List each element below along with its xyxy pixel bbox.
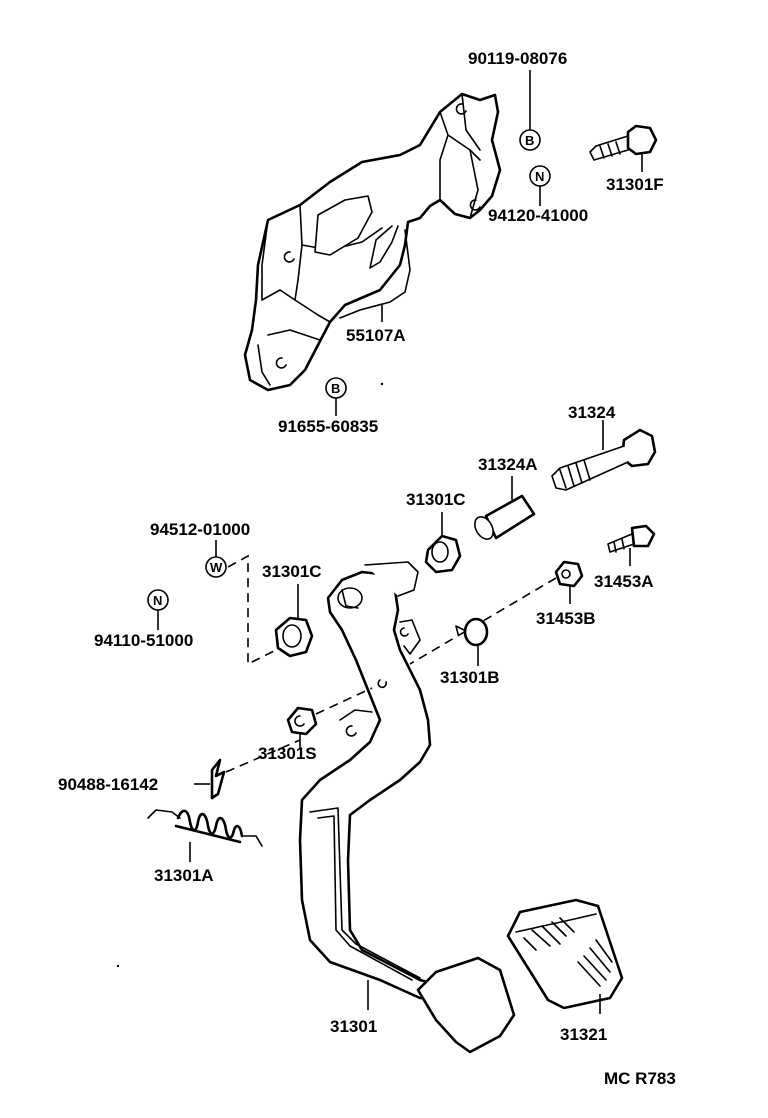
pin-leader-dashed: [225, 739, 301, 773]
label-91655-60835: B 91655-60835: [278, 377, 378, 436]
pedal-pad-mount: [416, 956, 516, 1054]
washer-symbol-icon: [205, 556, 227, 578]
svg-text:31301F: 31301F: [606, 175, 664, 194]
pedal-bracket: [243, 92, 502, 392]
svg-text:31324A: 31324A: [478, 455, 538, 474]
dot-mark: [380, 382, 384, 386]
svg-text:55107A: 55107A: [346, 326, 406, 345]
part-90488-16142: 90488-16142: [58, 758, 226, 800]
pedal-arm: [298, 561, 448, 1002]
svg-text:94512-01000: 94512-01000: [150, 520, 250, 539]
svg-text:31453A: 31453A: [594, 572, 654, 591]
dot-mark-2: [116, 964, 120, 968]
part-31301S: 31301S: [258, 706, 318, 763]
label-94120-41000: N 94120-41000: [488, 165, 588, 225]
part-31453B: 31453B: [536, 560, 596, 628]
part-31301F: 31301F: [589, 124, 664, 194]
svg-text:90119-08076: 90119-08076: [468, 49, 567, 68]
bolt-symbol-icon: [519, 129, 541, 151]
svg-text:31453B: 31453B: [536, 609, 596, 628]
label-31301: 31301: [330, 980, 377, 1036]
svg-text:B: B: [525, 133, 534, 148]
label-94512-01000: 94512-01000 W: [150, 520, 250, 578]
svg-text:91655-60835: 91655-60835: [278, 417, 378, 436]
part-31301C-left: 31301C: [262, 562, 322, 658]
part-31301C-right: 31301C: [406, 490, 466, 574]
clip-leader-dashed: [315, 687, 373, 715]
svg-text:W: W: [210, 560, 223, 575]
svg-text:31301A: 31301A: [154, 866, 214, 885]
part-31301B: 31301B: [440, 617, 500, 687]
svg-text:N: N: [535, 169, 544, 184]
svg-text:31301B: 31301B: [440, 668, 500, 687]
svg-text:N: N: [153, 593, 162, 608]
bolt-leader-dashed: [409, 577, 557, 665]
svg-text:31301: 31301: [330, 1017, 377, 1036]
diagram-reference: MC R783: [604, 1069, 676, 1088]
label-55107A: 55107A: [346, 305, 406, 345]
part-31324: 31324: [551, 403, 657, 491]
part-31301A: 31301A: [147, 809, 263, 885]
part-31453A: 31453A: [594, 524, 656, 591]
part-31321-pedal-pad: 31321: [506, 898, 624, 1044]
washer-leader-dashed: [227, 554, 277, 666]
label-90119-08076: 90119-08076 B: [468, 49, 567, 151]
svg-text:90488-16142: 90488-16142: [58, 775, 158, 794]
part-31324A: 31324A: [474, 455, 538, 540]
svg-text:31321: 31321: [560, 1025, 607, 1044]
svg-text:31324: 31324: [568, 403, 616, 422]
svg-text:B: B: [331, 381, 340, 396]
svg-text:31301C: 31301C: [262, 562, 322, 581]
svg-text:31301C: 31301C: [406, 490, 466, 509]
label-94110-51000: N 94110-51000: [94, 589, 193, 650]
svg-text:31301S: 31301S: [258, 744, 317, 763]
svg-text:94110-51000: 94110-51000: [94, 631, 193, 650]
svg-text:94120-41000: 94120-41000: [488, 206, 588, 225]
